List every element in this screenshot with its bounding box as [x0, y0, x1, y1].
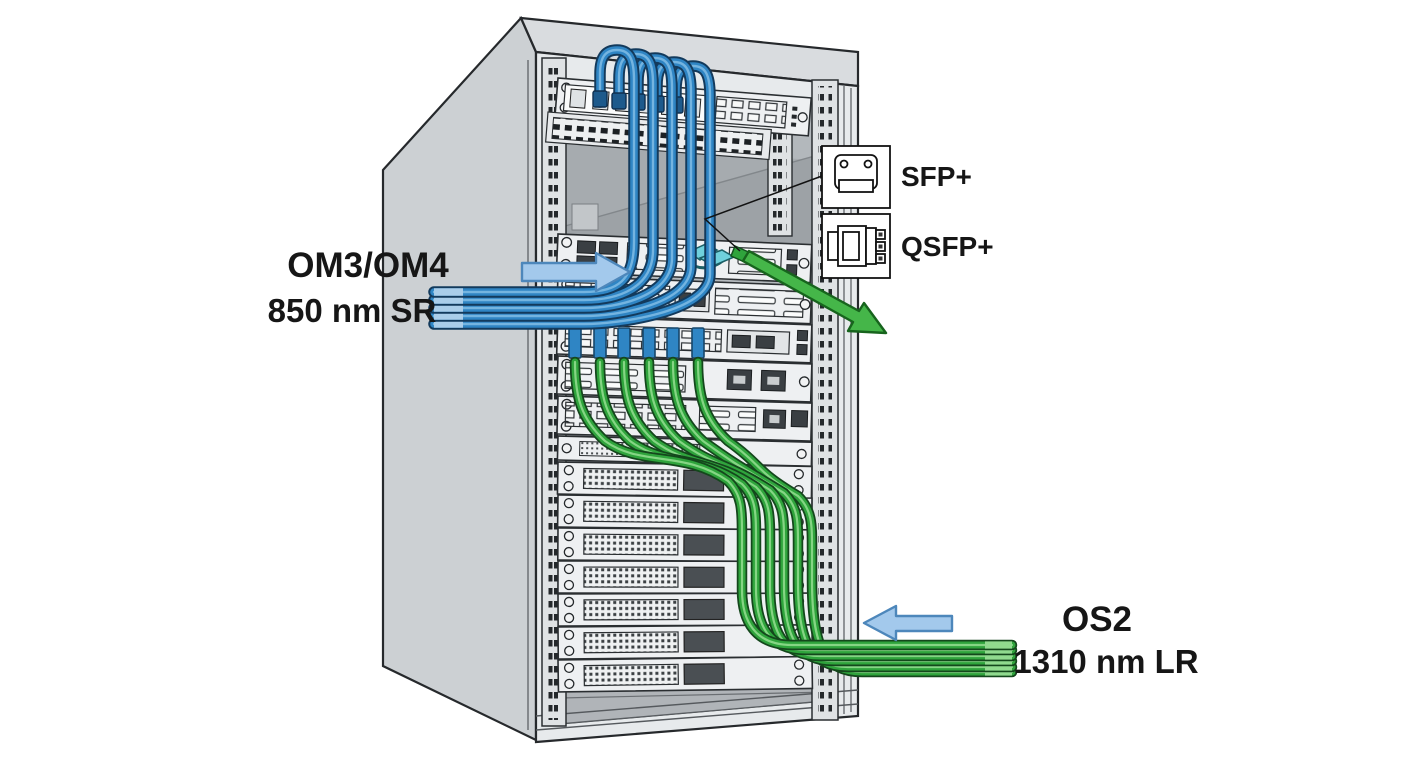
server-unit-7 — [557, 655, 814, 693]
fiber-cable-green — [618, 356, 1018, 662]
fiber-cable-blue — [428, 44, 640, 298]
sfp-label: SFP+ — [901, 161, 972, 192]
transceiver-pointer-arrow — [741, 249, 888, 335]
sfp-icon — [834, 154, 878, 193]
os-wavelength-label: 1310 nm LR — [1013, 643, 1198, 680]
sfp-callout-box — [821, 145, 891, 209]
fiber-cable-green — [643, 356, 1018, 667]
qsfp-callout-box — [821, 213, 891, 279]
om-direction-arrow — [520, 251, 632, 293]
qsfp-icon — [827, 225, 886, 267]
fiber-cable-green — [594, 356, 1018, 656]
om-type-label: OM3/OM4 — [287, 246, 449, 285]
fiber-cable-blue — [428, 52, 678, 314]
os2-cables — [569, 356, 1018, 678]
om3-om4-cables — [428, 44, 716, 330]
os-type-label: OS2 — [1062, 600, 1132, 639]
side-panel — [381, 16, 538, 742]
base-trim — [535, 689, 859, 731]
qsfp-label: QSFP+ — [901, 231, 994, 262]
om-wavelength-label: 850 nm SR — [268, 292, 437, 329]
fiber-cable-blue — [428, 48, 659, 306]
callout-leader-line — [703, 175, 823, 252]
os-direction-arrow — [862, 604, 954, 642]
interior-gap — [557, 140, 837, 246]
fiber-cable-blue — [428, 56, 697, 322]
fiber-cable-green — [569, 356, 1018, 651]
